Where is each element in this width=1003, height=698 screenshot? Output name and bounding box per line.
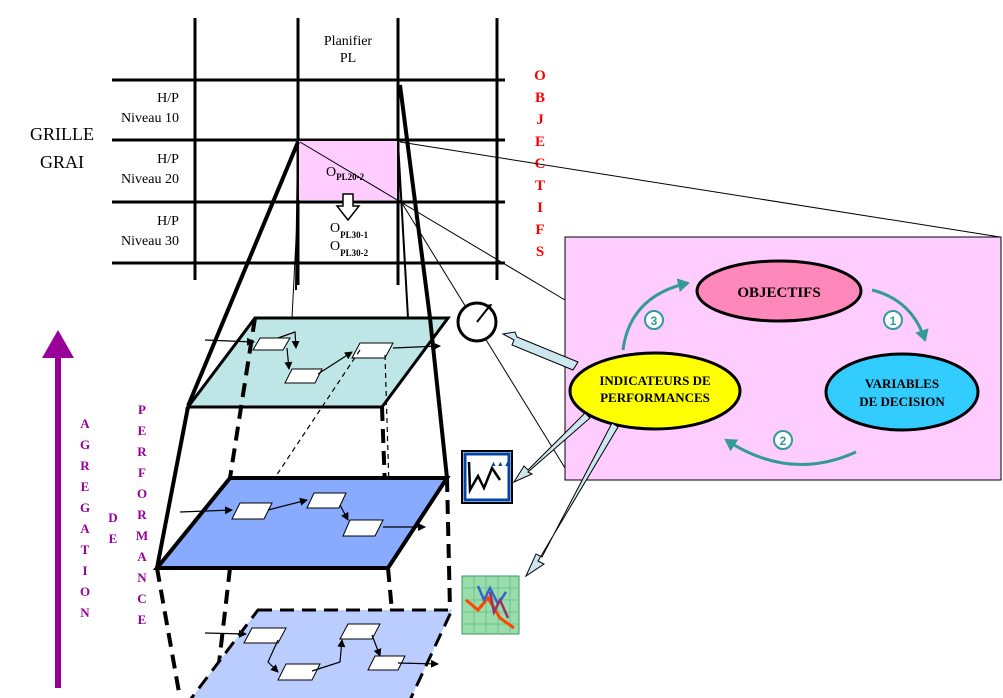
row-label-2-line1: H/P	[157, 152, 179, 167]
indicateurs-oval-line1: INDICATEURS DE	[599, 373, 710, 388]
step-badge-3: 3	[644, 310, 664, 330]
objectifs-letter-2: J	[536, 112, 544, 128]
objective-sub1-subscript: PL30-1	[340, 230, 368, 240]
column-header-line2: PL	[340, 51, 356, 66]
objectifs-letter-1: B	[535, 90, 545, 106]
objectifs-letter-6: I	[537, 200, 543, 216]
trend-chart-icon	[461, 575, 520, 635]
funnel-lines	[186, 84, 432, 407]
cycle-arrow-3	[621, 278, 690, 351]
grai-grid	[112, 18, 505, 285]
plane-top	[184, 316, 451, 409]
aggregation-arrow	[42, 330, 74, 688]
aggregation-col3-letter-9: C	[137, 591, 146, 606]
row-label-2-line2: Niveau 20	[121, 172, 179, 187]
aggregation-col1-letter-1: G	[80, 437, 90, 452]
objectifs-oval	[695, 259, 863, 323]
aggregation-col1-letter-4: G	[80, 500, 90, 515]
objectifs-letter-0: O	[534, 68, 546, 84]
aggregation-col3-letter-1: E	[138, 423, 147, 438]
aggregation-col1-letter-8: O	[80, 584, 90, 599]
aggregation-col3-letter-0: P	[138, 402, 146, 417]
plane-bottom-flow	[243, 623, 406, 681]
down-arrow-icon	[335, 193, 361, 222]
plane-connectors-2	[155, 477, 452, 698]
cycle-arrows	[621, 278, 929, 466]
row-label-3-line1: H/P	[157, 214, 179, 229]
aggregation-col3-letter-8: N	[137, 570, 147, 585]
variables-oval-line2: DE DECISION	[859, 394, 945, 409]
variables-oval	[824, 352, 980, 432]
objective-sub2: OPL30-2	[330, 239, 369, 258]
step-badge-1-label: 1	[890, 314, 897, 328]
plane-middle	[152, 476, 451, 570]
aggregation-col1-letter-5: A	[80, 521, 90, 536]
plane-bottom	[189, 608, 455, 698]
objective-main-subscript: PL20-2	[336, 172, 364, 182]
aggregation-col3-letter-6: M	[136, 528, 148, 543]
aggregation-col1-letter-7: I	[82, 563, 87, 578]
row-label-1-line1: H/P	[157, 91, 179, 106]
aggregation-col3-letter-4: O	[137, 486, 147, 501]
aggregation-col1-letter-2: R	[80, 458, 90, 473]
row-label-1-line2: Niveau 10	[121, 111, 179, 126]
aggregation-col3-letter-7: A	[137, 549, 147, 564]
aggregation-col1-letter-6: T	[81, 542, 90, 557]
step-badge-2: 2	[773, 430, 793, 450]
chart-window-icon: ▲▲▲	[461, 450, 513, 504]
objective-sub1: OPL30-1	[330, 221, 369, 240]
aggregation-col2-letter-0: D	[108, 510, 117, 525]
objectifs-letter-3: E	[535, 134, 545, 150]
grid-title-line2: GRAI	[40, 152, 84, 172]
aggregation-letters-col2: DE	[108, 510, 117, 546]
cycle-arrow-2	[724, 438, 857, 466]
indicateurs-oval	[568, 351, 742, 431]
aggregation-letters-col3: PERFORMANCE	[136, 402, 148, 627]
objectifs-oval-label: OBJECTIFS	[737, 285, 820, 301]
aggregation-col1-letter-9: N	[80, 605, 90, 620]
objectifs-letter-8: S	[536, 244, 544, 260]
variables-oval-line1: VARIABLES	[865, 376, 939, 391]
column-header-line1: Planifier	[324, 34, 373, 49]
plane-top-flow	[252, 337, 394, 384]
aggregation-col1-letter-0: A	[80, 416, 90, 431]
indicateurs-oval-line2: PERFORMANCES	[600, 390, 710, 405]
row-label-3-line2: Niveau 30	[121, 234, 179, 249]
gauge-icon	[456, 301, 498, 343]
aggregation-col1-letter-3: E	[81, 479, 90, 494]
svg-text:▲▲▲: ▲▲▲	[490, 461, 511, 468]
plane-middle-arrows	[179, 497, 426, 531]
aggregation-col3-letter-3: F	[138, 465, 146, 480]
objective-sub2-subscript: PL30-2	[340, 248, 368, 258]
aggregation-col3-letter-5: R	[137, 507, 147, 522]
objectifs-letter-5: T	[535, 178, 545, 194]
step-badge-3-label: 3	[651, 314, 658, 328]
indicator-pointer-arrows	[501, 331, 619, 578]
objectifs-letter-7: F	[535, 222, 544, 238]
grid-title-line1: GRILLE	[30, 124, 94, 144]
objective-main: OPL20-2	[326, 165, 365, 182]
aggregation-col2-letter-1: E	[109, 531, 118, 546]
step-badge-1: 1	[883, 310, 903, 330]
step-badge-2-label: 2	[780, 434, 787, 448]
cycle-arrow-1	[871, 288, 929, 342]
aggregation-col3-letter-2: R	[137, 444, 147, 459]
plane-middle-flow	[231, 492, 384, 537]
plane-bottom-arrows	[204, 629, 439, 673]
aggregation-col3-letter-10: E	[138, 612, 147, 627]
